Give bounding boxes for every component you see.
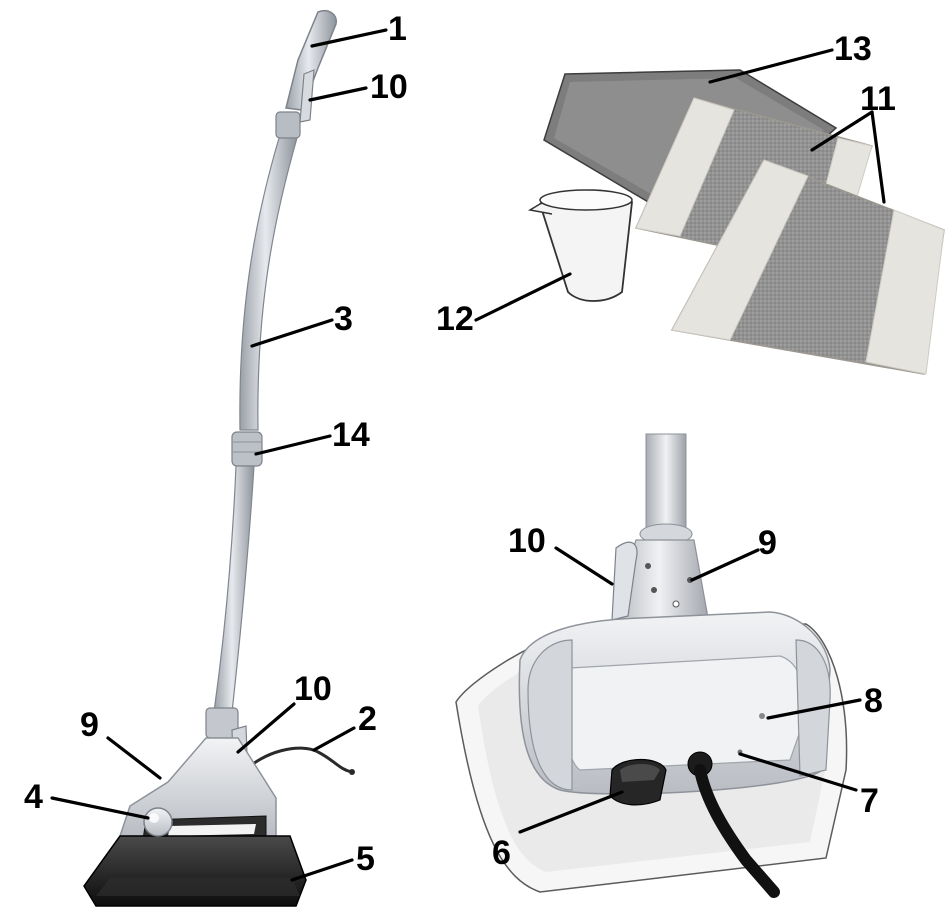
leader-4 — [50, 796, 150, 820]
callout-10-detail: 10 — [508, 522, 546, 560]
detail-water-tank — [565, 655, 806, 771]
callout-8: 8 — [864, 682, 883, 720]
callout-6: 6 — [492, 834, 511, 872]
leader-13 — [708, 48, 834, 84]
leader-10-base — [236, 702, 296, 754]
leader-7 — [738, 752, 858, 792]
leader-lines — [50, 28, 886, 882]
callout-13: 13 — [834, 30, 872, 68]
leader-11-b — [870, 110, 886, 204]
callout-12: 12 — [436, 300, 474, 338]
accessories-view — [527, 69, 945, 375]
callout-10-upper: 10 — [370, 68, 408, 106]
steam-control-knob — [143, 807, 173, 837]
callout-9-detail: 9 — [758, 524, 777, 562]
pole-upper-section — [239, 137, 298, 431]
leader-3 — [250, 318, 334, 348]
pole-lower-section — [213, 465, 255, 713]
leader-10-upper — [308, 86, 368, 102]
callout-7: 7 — [860, 782, 879, 820]
leader-9-left — [106, 736, 162, 780]
pole-collar-upper — [275, 111, 301, 139]
leader-6 — [518, 790, 624, 834]
handle-grip — [285, 10, 337, 111]
detail-cord-hook — [611, 541, 638, 621]
leader-11-a — [810, 110, 874, 152]
leader-9-detail — [690, 548, 760, 582]
leader-10-detail — [554, 546, 614, 586]
leader-5 — [290, 858, 354, 882]
detail-pole — [645, 433, 687, 535]
base-detail-view — [455, 433, 848, 898]
callout-1: 1 — [388, 10, 407, 48]
detail-power-cord — [694, 764, 780, 898]
power-cord-stub — [242, 746, 353, 774]
leader-14 — [254, 434, 332, 456]
indicator-light — [759, 713, 765, 719]
callout-5: 5 — [356, 840, 375, 878]
callout-10-base: 10 — [294, 670, 332, 708]
callout-labels: 1 10 3 14 10 2 9 4 5 13 11 12 10 9 8 7 6 — [24, 10, 896, 878]
callout-14: 14 — [332, 416, 370, 454]
callout-2: 2 — [358, 700, 377, 738]
cord-hook-upper — [299, 69, 315, 123]
leader-2 — [312, 726, 356, 752]
steam-mop-full-view — [83, 10, 355, 907]
callout-4: 4 — [24, 778, 43, 816]
callout-3: 3 — [334, 300, 353, 338]
leader-8 — [766, 698, 862, 720]
leader-1 — [310, 28, 388, 48]
leader-12 — [474, 272, 572, 322]
callout-9-left: 9 — [80, 706, 99, 744]
callout-11: 11 — [860, 80, 896, 118]
pole-joint-collar — [231, 431, 263, 467]
